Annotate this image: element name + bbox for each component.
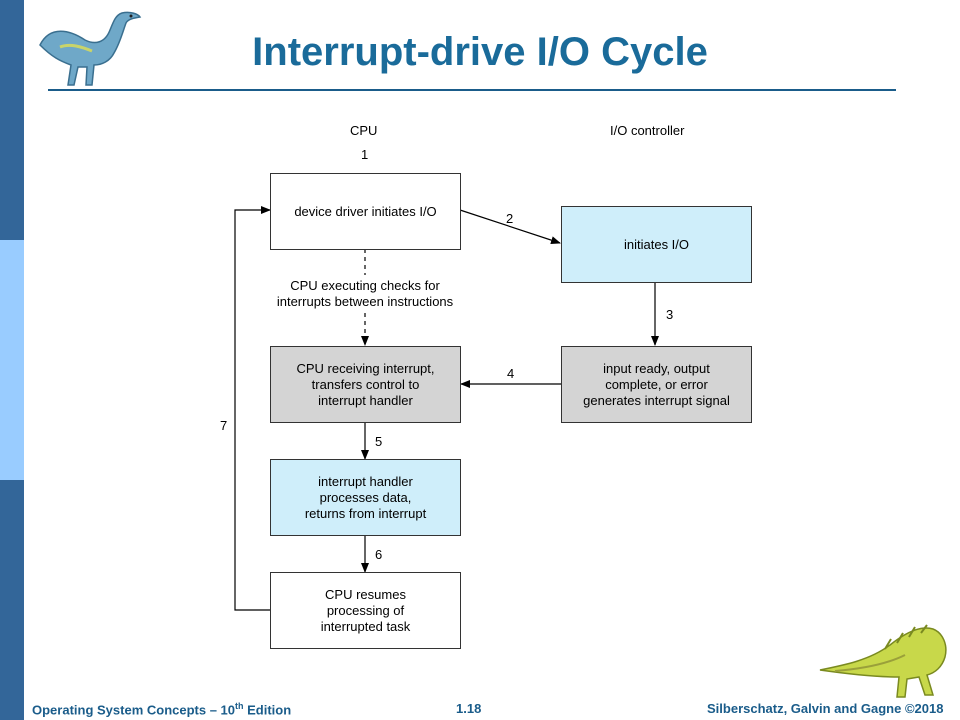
left-accent-bar (0, 0, 24, 720)
box-input-ready-signal: input ready, output complete, or error g… (561, 346, 752, 423)
step-2-label: 2 (506, 211, 514, 226)
slide-title: Interrupt-drive I/O Cycle (252, 30, 708, 74)
arrow-7-loop (234, 206, 271, 611)
step-4-label: 4 (507, 366, 515, 381)
step-5-label: 5 (375, 434, 383, 449)
note-cpu-executing: CPU executing checks for interrupts betw… (276, 278, 454, 309)
arrow-2 (459, 209, 561, 244)
step-1-label: 1 (361, 147, 369, 162)
step-3-label: 3 (666, 307, 674, 322)
step-6-label: 6 (375, 547, 383, 562)
left-accent-bar-light-segment (0, 240, 24, 480)
box-cpu-receiving-interrupt: CPU receiving interrupt, transfers contr… (270, 346, 461, 423)
column-label-cpu: CPU (350, 123, 378, 138)
box-interrupt-handler: interrupt handler processes data, return… (270, 459, 461, 536)
dinosaur-logo-top (39, 11, 142, 86)
dinosaur-logo-bottom (819, 624, 947, 698)
box-cpu-resumes: CPU resumes processing of interrupted ta… (270, 572, 461, 649)
footer-book-title: Operating System Concepts – 10th Edition (32, 701, 292, 718)
box-io-initiates: initiates I/O (561, 206, 752, 283)
column-label-io-controller: I/O controller (610, 123, 685, 138)
box-device-driver-initiates: device driver initiates I/O (270, 173, 461, 250)
footer-authors: Silberschatz, Galvin and Gagne ©2018 (707, 701, 944, 716)
title-divider (48, 89, 896, 91)
step-7-label: 7 (220, 418, 228, 433)
footer-page-number: 1.18 (456, 701, 482, 716)
